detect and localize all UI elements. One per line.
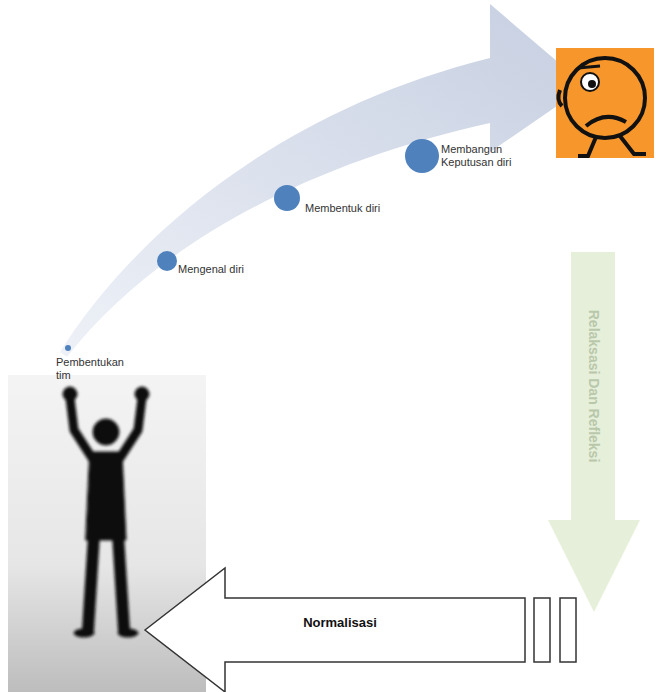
step-dot-marker (157, 251, 177, 271)
arrow-label: Normalisasi (303, 615, 377, 630)
step-dot: Membangun Keputusan diri (441, 143, 525, 169)
step-dot-marker (405, 139, 439, 173)
step-dot-marker (65, 345, 71, 351)
step-label: Mengenal diri (178, 263, 244, 276)
left-arrow: Normalisasi (145, 568, 525, 692)
step-dot-marker (274, 185, 300, 211)
step-dot: Mengenal diri (178, 263, 244, 276)
tail-bars (534, 598, 576, 662)
arrow-shape (145, 568, 525, 692)
step-label: Pembentukan tim (56, 356, 130, 382)
step-dot: Pembentukan tim (56, 356, 130, 382)
step-dot: Membentuk diri (305, 202, 380, 215)
down-arrow: Relaksasi Dan Refleksi (548, 252, 640, 612)
arrow-label: Relaksasi Dan Refleksi (586, 310, 602, 463)
step-label: Membentuk diri (305, 202, 380, 215)
curved-arrow (60, 4, 586, 357)
sad-face-icon (556, 48, 654, 158)
step-label: Membangun Keputusan diri (441, 143, 525, 169)
